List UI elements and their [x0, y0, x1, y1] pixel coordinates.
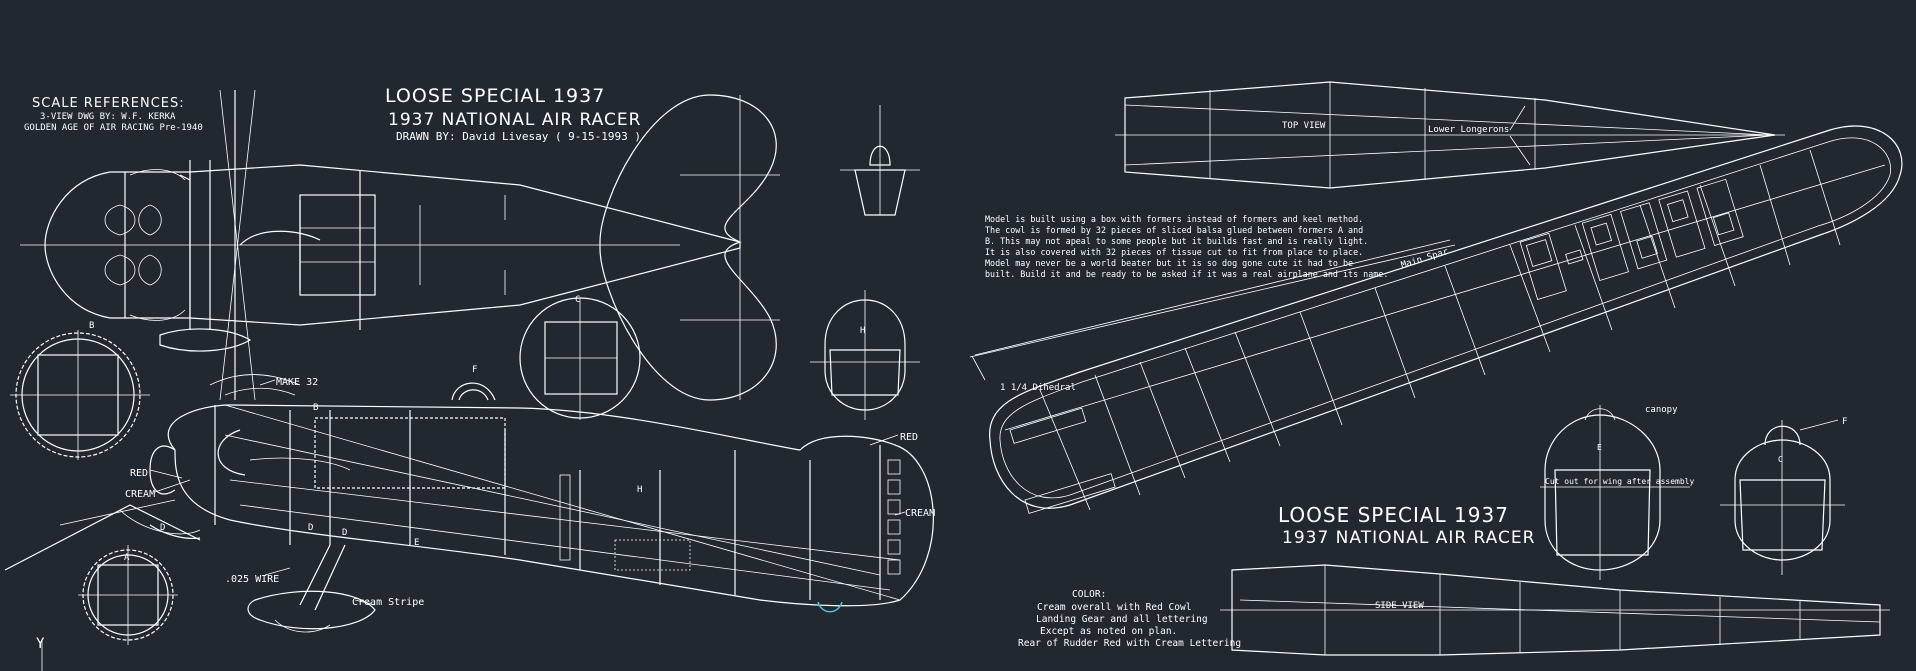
left-annotations: MAKE 32 RED CREAM RED CREAM .025 WIRE Cr…: [125, 377, 935, 608]
color-note-4: Rear of Rudder Red with Cream Lettering: [1018, 638, 1241, 649]
color-note-2: Landing Gear and all lettering: [1036, 614, 1208, 625]
note-line-4: It is also covered with 32 pieces of tis…: [985, 247, 1363, 257]
color-note-1: Cream overall with Red Cowl: [1037, 602, 1191, 613]
note-line-1: Model is built using a box with formers …: [985, 214, 1363, 224]
wing-plan-view: [969, 125, 1903, 514]
note-line-3: B. This may not apeal to some people but…: [985, 236, 1368, 246]
scale-refs-line2: GOLDEN AGE OF AIR RACING Pre-1940: [24, 123, 203, 133]
color-notes: COLOR: Cream overall with Red Cowl Landi…: [1018, 589, 1241, 649]
label-cream-stripe: Cream Stripe: [352, 597, 424, 608]
color-notes-heading: COLOR:: [1072, 589, 1106, 600]
label-cream-cowl: CREAM: [125, 489, 155, 500]
label-former-c: C: [575, 295, 580, 305]
title-right-main: LOOSE SPECIAL 1937: [1278, 503, 1509, 527]
label-former-e-right: E: [1597, 443, 1602, 452]
label-former-f-right: F: [1842, 417, 1847, 427]
scale-references: SCALE REFERENCES: 3-VIEW DWG BY: W.F. KE…: [24, 96, 203, 133]
fuselage-top-view-strip: [1115, 81, 1785, 189]
label-former-a: A: [124, 553, 130, 563]
label-top-view: TOP VIEW: [1282, 121, 1326, 131]
label-former-d-nose: D: [160, 523, 165, 533]
front-view-small: [840, 105, 920, 216]
former-f-arch: F: [451, 365, 496, 401]
label-canopy: canopy: [1645, 405, 1678, 415]
label-lower-longerons: Lower Longerons: [1428, 125, 1509, 135]
label-axis-y: Y: [36, 636, 45, 652]
label-former-b: B: [89, 321, 94, 331]
label-former-d-side: D: [308, 523, 313, 533]
fuselage-side-view-strip: [1220, 564, 1890, 656]
label-red-cowl: RED: [130, 468, 148, 479]
fuselage-top-view: [20, 89, 780, 401]
former-a-circle: A: [78, 545, 178, 645]
wing-registration: [1519, 178, 1744, 301]
scale-refs-line1: 3-VIEW DWG BY: W.F. KERKA: [40, 112, 176, 122]
label-former-h: H: [860, 326, 865, 336]
title-block-left: LOOSE SPECIAL 1937 1937 NATIONAL AIR RAC…: [385, 85, 641, 143]
label-wire: .025 WIRE: [225, 574, 279, 585]
label-dihedral: 1 1/4 Dihedral: [1000, 383, 1076, 393]
label-cutout: Cut out for wing after assembly: [1545, 477, 1694, 486]
title-left-sub: 1937 NATIONAL AIR RACER: [388, 110, 641, 130]
title-left-drawn-by: DRAWN BY: David Livesay ( 9-15-1993 ): [396, 130, 641, 143]
note-line-6: built. Build it and be ready to be asked…: [985, 269, 1388, 279]
note-line-5: Model may never be a world beater but it…: [985, 258, 1353, 268]
title-block-right: LOOSE SPECIAL 1937 1937 NATIONAL AIR RAC…: [1278, 503, 1535, 548]
title-right-sub: 1937 NATIONAL AIR RACER: [1282, 528, 1535, 548]
former-b-circle: B: [10, 321, 150, 460]
construction-notes: Model is built using a box with formers …: [985, 214, 1388, 279]
former-h-shape: H: [810, 290, 920, 420]
rudder-lettering: [887, 459, 901, 575]
ucs-axis: Y: [36, 636, 45, 671]
label-former-f: F: [472, 365, 477, 375]
tail-wheel: [817, 601, 843, 613]
note-line-2: The cowl is formed by 32 pieces of slice…: [985, 225, 1363, 235]
label-former-e-side: E: [414, 538, 419, 548]
former-e-canopy: E: [1540, 405, 1690, 580]
title-left-main: LOOSE SPECIAL 1937: [385, 85, 605, 107]
color-note-3: Except as noted on plan.: [1040, 626, 1177, 637]
label-make32: MAKE 32: [276, 377, 318, 388]
label-red-rudder: RED: [900, 432, 918, 443]
former-c-right: C F: [1720, 417, 1847, 575]
label-former-h-side: H: [637, 485, 642, 495]
label-former-c-right: C: [1778, 455, 1783, 464]
former-c-circle: C: [519, 295, 641, 420]
scale-refs-heading: SCALE REFERENCES:: [32, 96, 185, 111]
fuselage-side-view: [4, 374, 934, 633]
label-cream-rudder: CREAM: [905, 508, 935, 519]
label-side-view: SIDE VIEW: [1375, 601, 1424, 611]
label-former-b-side: B: [313, 403, 318, 413]
label-former-d-side2: D: [342, 528, 347, 538]
